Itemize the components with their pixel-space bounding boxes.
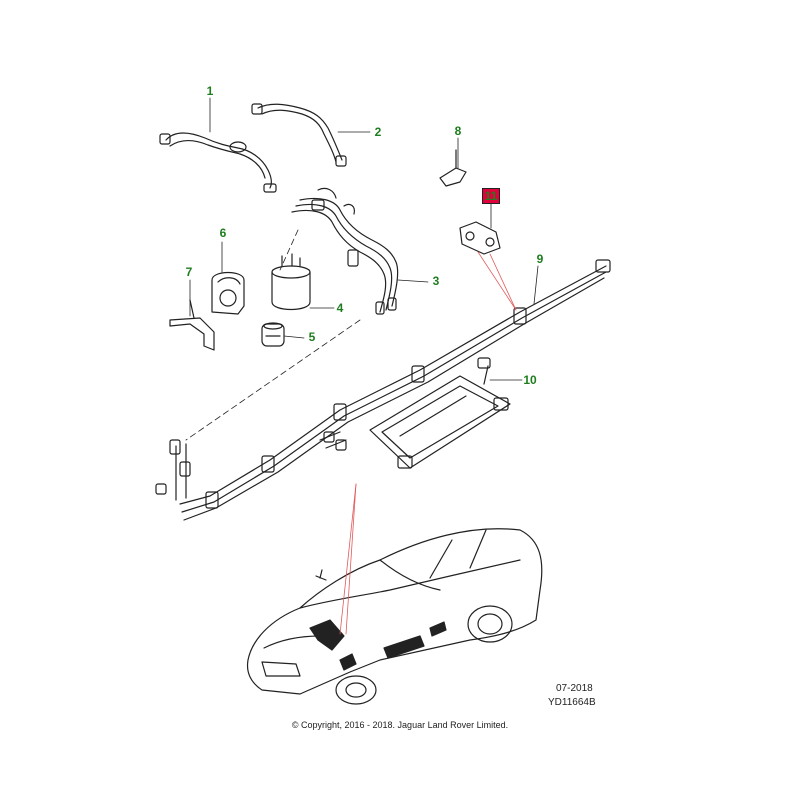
callout-3: 3 [432, 274, 440, 288]
callout-1: 1 [206, 84, 214, 98]
callout-6: 6 [219, 226, 227, 240]
part-1-hose [159, 132, 277, 193]
callout-9: 9 [536, 252, 544, 266]
grouping-dash-lines [185, 229, 361, 441]
callout-8: 8 [454, 124, 462, 138]
part-7-bracket [169, 299, 215, 351]
part-6-clamp-bracket [211, 271, 245, 315]
callout-5: 5 [308, 330, 316, 344]
callout-7: 7 [185, 265, 193, 279]
callout-2: 2 [374, 125, 382, 139]
location-leaders [339, 251, 517, 635]
part-3-fuel-line-bundle [291, 187, 399, 315]
part-11-clip [459, 221, 501, 255]
part-2-hose [251, 103, 347, 167]
part-9-main-pipes [155, 259, 611, 521]
callout-10: 10 [523, 373, 537, 387]
copyright-notice: © Copyright, 2016 - 2018. Jaguar Land Ro… [291, 720, 509, 730]
drawing-number: YD11664B [548, 697, 596, 708]
callout-11-highlighted: 11 [482, 188, 500, 204]
callout-4: 4 [336, 301, 344, 315]
vehicle-location-view [246, 528, 543, 705]
diagram-date: 07-2018 [556, 683, 593, 694]
part-8-clip [439, 149, 467, 187]
part-5-sensor [261, 322, 285, 347]
callout-leaders [189, 97, 539, 381]
part-10-tray [369, 357, 511, 469]
part-4-canister [271, 253, 311, 311]
